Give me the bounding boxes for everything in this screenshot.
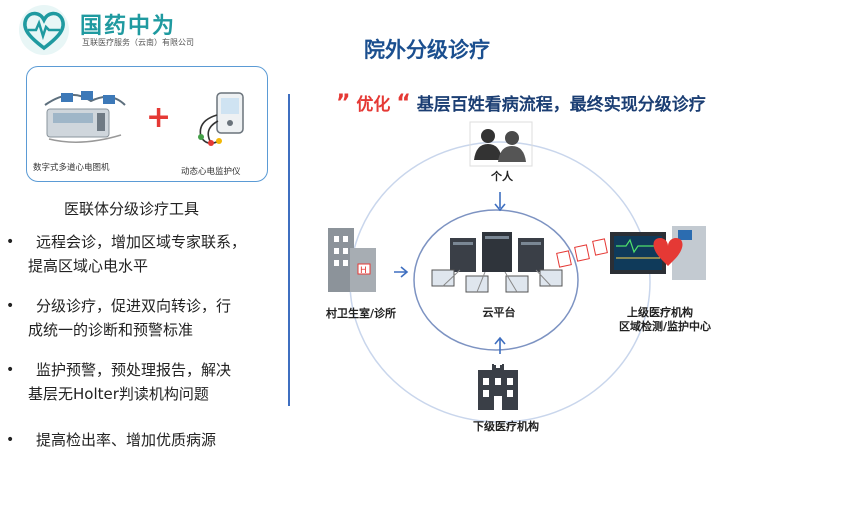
device-label-holter: 动态心电监护仪: [181, 167, 241, 177]
node-label-clinic: 村卫生室/诊所: [325, 307, 397, 320]
ecg-machine-icon: [44, 91, 126, 143]
referral-diagram: H: [328, 121, 706, 423]
bullet-item: • 监护预警，预处理报告，解决 基层无Holter判读机构问题: [6, 358, 278, 406]
node-label-upper-hospital: 上级医疗机构: [627, 306, 693, 319]
bullet-line: 监护预警，预处理报告，解决: [36, 361, 232, 379]
node-label-person: 个人: [491, 170, 513, 183]
subtitle: ” 优化 “ 基层百姓看病流程，最终实现分级诊疗: [336, 90, 706, 116]
device-label-ecg: 数字式多道心电图机: [33, 163, 110, 173]
hospital-building-icon: [478, 360, 518, 410]
heart-logo-icon: [19, 5, 69, 55]
bullet-item: • 分级诊疗，促进双向转诊，行 成统一的诊断和预警标准: [6, 294, 278, 342]
cloud-server-icon: [431, 232, 563, 293]
bullet-dot: •: [6, 234, 15, 250]
inner-ring: [413, 209, 579, 351]
bullet-line: 提高检出率、增加优质病源: [36, 431, 217, 449]
svg-text:H: H: [360, 266, 367, 276]
bullet-line: 提高区域心电水平: [28, 257, 149, 275]
bullet-line: 远程会诊，增加区域专家联系，: [36, 233, 247, 251]
bullet-dot: •: [6, 432, 15, 448]
bullet-item: • 远程会诊，增加区域专家联系， 提高区域心电水平: [6, 230, 278, 278]
page-title: 院外分级诊疗: [364, 38, 490, 62]
arrow-icon: [494, 192, 506, 212]
subtitle-text: 基层百姓看病流程，最终实现分级诊疗: [416, 95, 706, 115]
node-label-monitor-center: 区域检测/监护中心: [618, 320, 712, 333]
node-label-cloud: 云平台: [482, 306, 516, 319]
person-icon: [469, 121, 533, 167]
quote-close: “: [396, 91, 411, 116]
holter-monitor-icon: [198, 92, 244, 146]
vertical-divider: [288, 94, 290, 406]
logo-subtitle: 互联医疗服务（云南）有限公司: [82, 38, 194, 47]
device-card: 数字式多道心电图机 动态心电监护仪: [26, 66, 268, 182]
arrow-icon: [394, 266, 409, 278]
report-packet-icon: [556, 238, 608, 268]
node-label-lower-hospital: 下级医疗机构: [473, 420, 539, 433]
tools-title: 医联体分级诊疗工具: [64, 200, 200, 218]
subtitle-highlight: 优化: [356, 95, 391, 115]
company-logo: [18, 2, 228, 58]
plus-sign: +: [146, 100, 172, 135]
quote-open: ”: [336, 91, 351, 116]
bullet-line: 成统一的诊断和预警标准: [28, 321, 194, 339]
bullet-line: 分级诊疗，促进双向转诊，行: [36, 297, 232, 315]
bullet-dot: •: [6, 362, 15, 378]
bullet-item: • 提高检出率、增加优质病源: [6, 428, 278, 452]
bullet-dot: •: [6, 298, 15, 314]
arrow-icon: [494, 336, 506, 354]
hospital-monitor-icon: [610, 226, 706, 280]
logo-name: 国药中为: [80, 14, 177, 39]
bullet-line: 基层无Holter判读机构问题: [28, 385, 209, 403]
clinic-building-icon: H: [328, 228, 376, 292]
